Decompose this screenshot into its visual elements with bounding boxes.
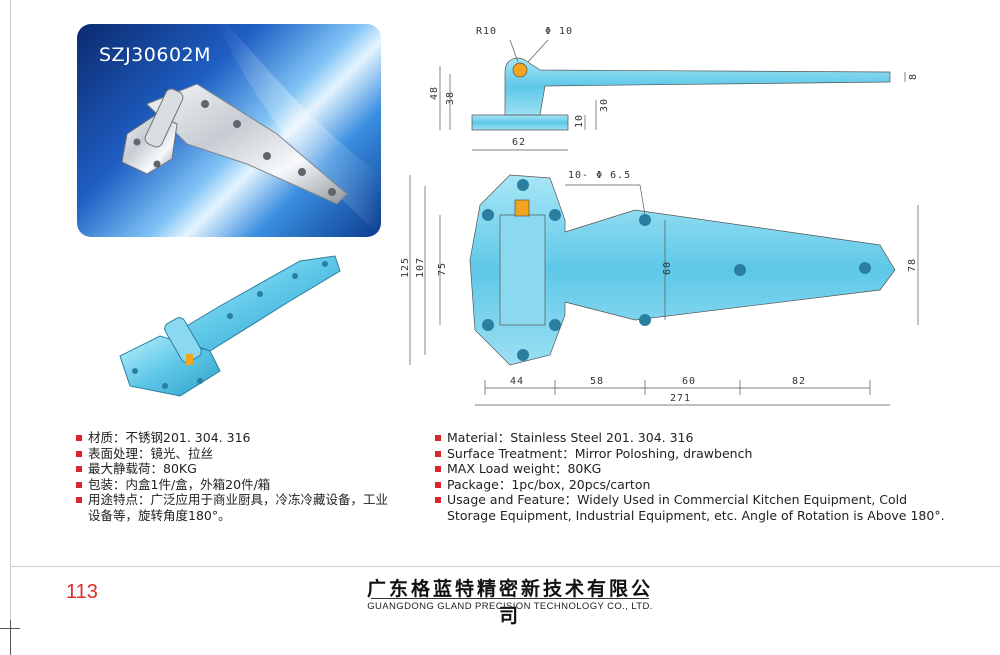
spec-item: 表面处理：镜光、拉丝 (76, 446, 396, 462)
spec-item: MAX Load weight：80KG (435, 461, 955, 477)
spec-item: Surface Treatment：Mirror Poloshing, draw… (435, 446, 955, 462)
dim-h8: 8 (908, 73, 919, 80)
dim-r10: R10 (476, 26, 497, 37)
product-photo: SZJ30602M (77, 24, 381, 237)
spec-item: 用途特点：广泛应用于商业厨具，冷冻冷藏设备，工业设备等，旋转角度180°。 (76, 492, 396, 523)
dim-d10: Φ 10 (545, 26, 573, 37)
dim-h10: 10 (574, 114, 585, 128)
page-number: 113 (66, 581, 98, 603)
spec-item: Usage and Feature：Widely Used in Commerc… (435, 492, 955, 523)
spec-item: Package：1pc/box, 20pcs/carton (435, 477, 955, 493)
dim-b82: 82 (792, 376, 806, 387)
company-underline (371, 598, 649, 599)
specs-chinese: 材质：不锈钢201. 304. 316 表面处理：镜光、拉丝 最大静载荷：80K… (76, 430, 396, 523)
dim-b58: 58 (590, 376, 604, 387)
hinge-photo-illustration (121, 24, 381, 237)
spec-item: Material：Stainless Steel 201. 304. 316 (435, 430, 955, 446)
dim-v60: 60 (662, 261, 673, 275)
technical-drawing: R10 Φ 10 48 38 30 10 8 62 10- Φ 6.5 125 … (400, 26, 919, 406)
specs-english: Material：Stainless Steel 201. 304. 316 S… (435, 430, 955, 523)
model-number: SZJ30602M (99, 44, 212, 66)
dim-v125: 125 (400, 257, 411, 278)
spec-item: 包装：内盒1件/盒，外箱20件/箱 (76, 477, 396, 493)
dim-holes: 10- Φ 6.5 (568, 170, 631, 181)
spec-item: 材质：不锈钢201. 304. 316 (76, 430, 396, 446)
dim-v107: 107 (415, 257, 426, 278)
spec-item: 最大静载荷：80KG (76, 461, 396, 477)
page-margin-line (10, 0, 11, 655)
dim-h38: 38 (445, 91, 456, 105)
dim-v78: 78 (907, 258, 918, 272)
dim-h30: 30 (599, 98, 610, 112)
footer-divider (10, 566, 1000, 567)
dim-h48: 48 (429, 86, 440, 100)
company-name-english: GUANGDONG GLAND PRECISION TECHNOLOGY CO.… (367, 601, 653, 612)
dim-b44: 44 (510, 376, 524, 387)
company-name-chinese: 广东格蓝特精密新技术有限公司 (366, 578, 653, 627)
dim-total: 271 (670, 393, 691, 404)
dim-v75: 75 (437, 262, 448, 276)
hinge-3d-render (119, 255, 341, 397)
dim-w62: 62 (512, 137, 526, 148)
crop-mark (10, 620, 11, 655)
dim-b60: 60 (682, 376, 696, 387)
